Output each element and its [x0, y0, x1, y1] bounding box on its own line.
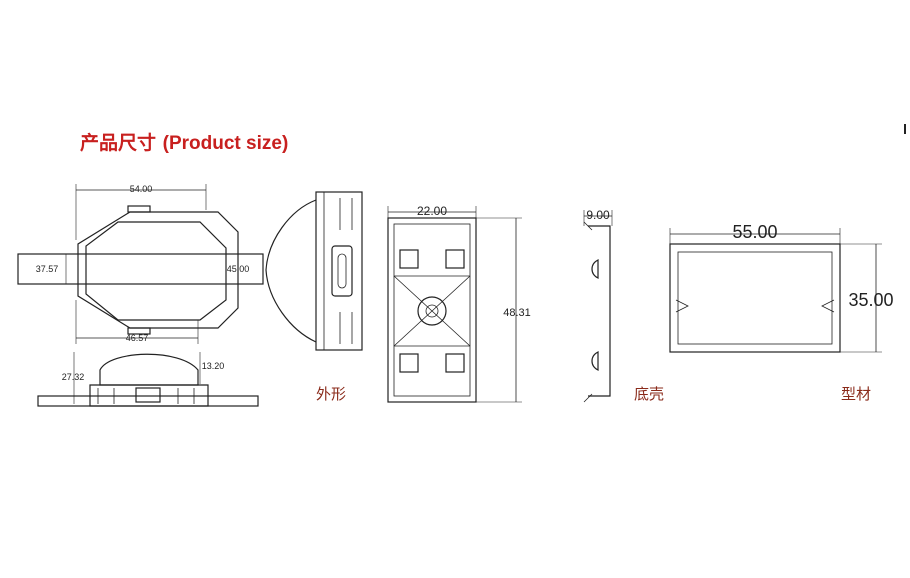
label-bottom-shell: 底壳	[634, 385, 665, 403]
dim-side-height: 27.32	[62, 372, 85, 382]
shell-clip-top-left	[399, 249, 419, 269]
profile-outline	[669, 243, 841, 353]
dim-profile-width: 55.00	[732, 222, 777, 242]
title-cn: 产品尺寸	[80, 132, 157, 154]
shell-center-boss	[417, 296, 447, 326]
side-lens	[99, 353, 199, 386]
side-clip	[135, 387, 161, 403]
profile-view	[669, 228, 882, 353]
module-top-view	[17, 184, 264, 344]
dim-module-width: 54.00	[130, 184, 153, 194]
outer-shape-view	[265, 191, 363, 351]
shell-clip-top-right	[445, 249, 465, 269]
label-profile: 型材	[841, 385, 872, 403]
outer-shape-body	[315, 191, 363, 351]
clip-profile	[588, 225, 611, 397]
module-side-view	[37, 352, 259, 407]
module-bottom-tab	[127, 327, 151, 335]
title-en: (Product size)	[162, 133, 289, 154]
dim-shell-height: 48.31	[503, 307, 531, 319]
product-size-title: 产品尺寸 (Product size)	[80, 128, 288, 155]
dim-shell-width: 22.00	[417, 204, 447, 218]
dim-profile-height: 35.00	[848, 290, 893, 310]
shell-outline	[387, 217, 477, 403]
dim-lens-height: 13.20	[202, 361, 225, 371]
dim-module-inner-width: 46.57	[126, 333, 149, 343]
clip-lower-hook	[591, 351, 599, 371]
shell-clip-bottom-right	[445, 353, 465, 373]
outer-shape-dome	[265, 199, 317, 343]
outer-shape-slot	[331, 245, 353, 297]
bottom-shell-view	[387, 206, 522, 403]
module-top-tab	[127, 205, 151, 213]
module-rail	[17, 253, 264, 285]
shell-clip-bottom-left	[399, 353, 419, 373]
dim-module-depth: 45.00	[227, 264, 250, 274]
side-rail	[37, 395, 259, 407]
dim-module-height: 37.57	[36, 264, 59, 274]
module-body-inner	[85, 221, 227, 321]
dim-clip-width: 9.00	[586, 208, 610, 222]
clip-side-view	[583, 210, 613, 403]
clip-upper-hook	[591, 259, 599, 279]
module-body-outer	[77, 211, 239, 329]
label-outer-shape: 外形	[316, 385, 347, 403]
